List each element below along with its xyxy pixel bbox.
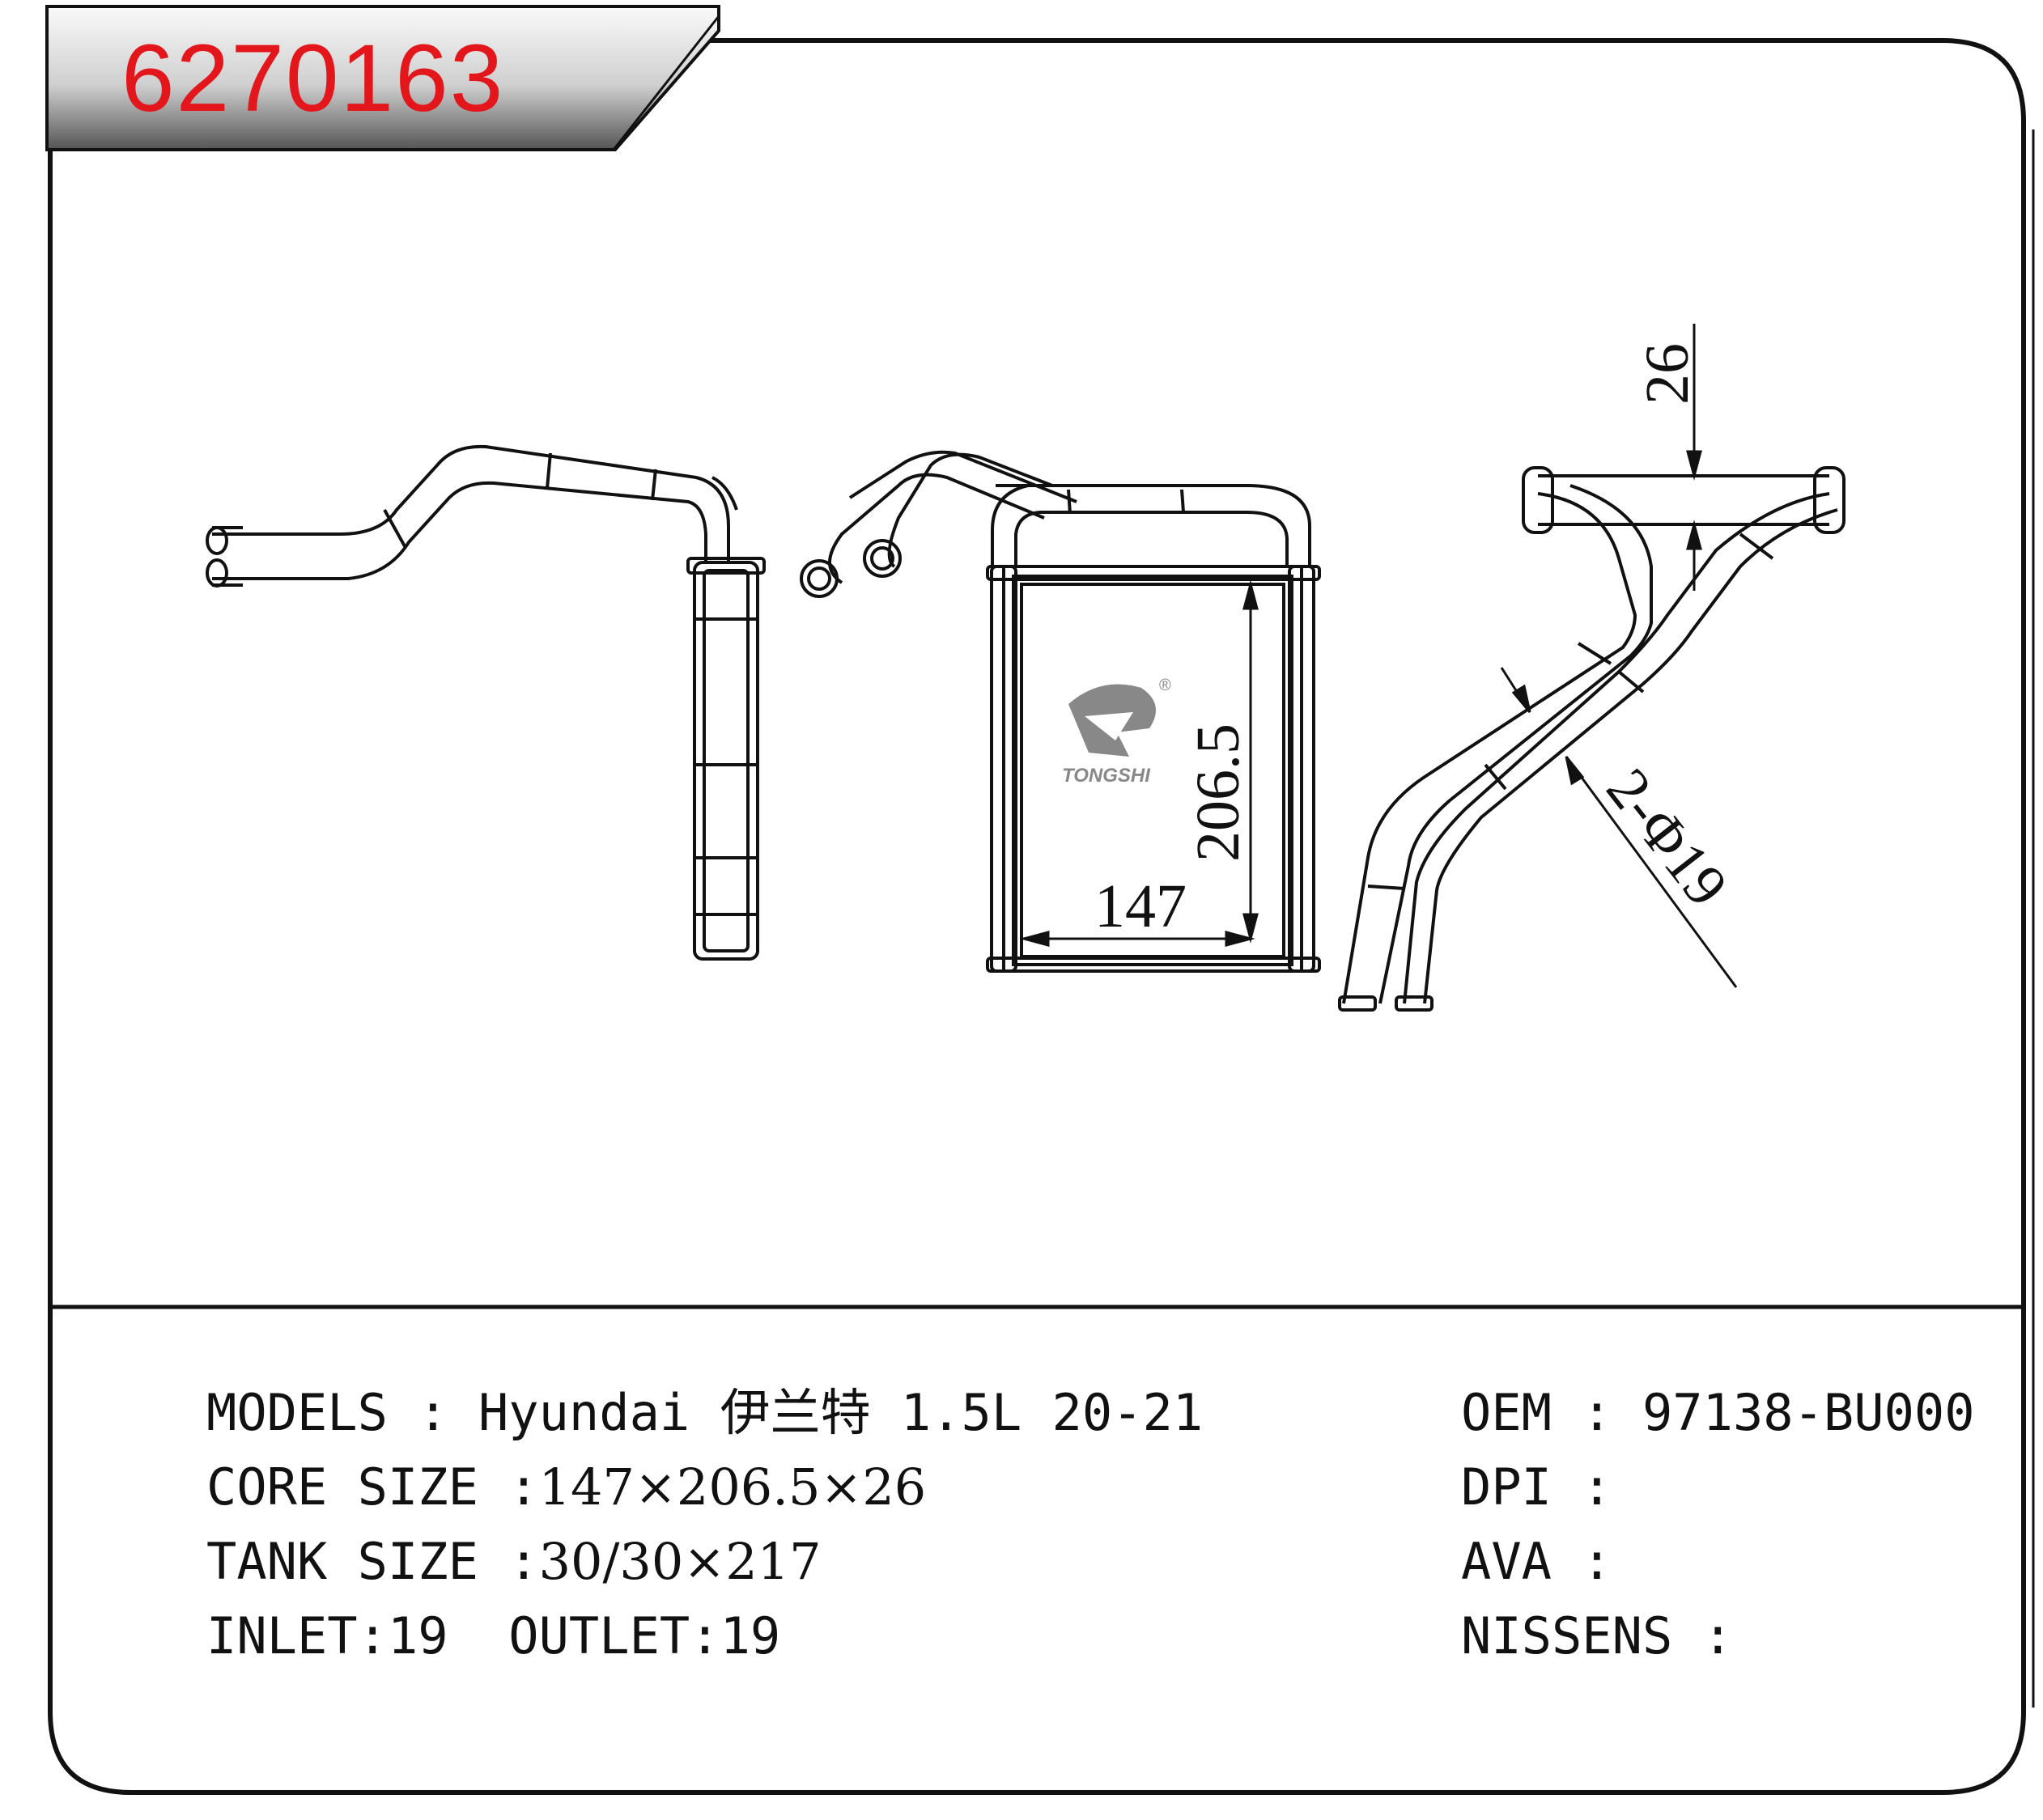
width-label: 147 <box>1094 872 1187 940</box>
cross-reference-list: OEM : 97138-BU000 DPI : AVA : NISSENS : <box>1461 1376 2028 1674</box>
dpi-separator: : <box>1551 1457 1612 1517</box>
outer-border <box>48 38 2026 1795</box>
core-size-value: 147×206.5×26 <box>538 1457 927 1517</box>
height-label: 206.5 <box>1184 723 1252 862</box>
core-size-separator: : <box>478 1457 539 1517</box>
oem-value: 97138-BU000 <box>1642 1383 1975 1442</box>
ava-label: AVA <box>1461 1532 1552 1591</box>
outlet-label: OUTLET: <box>508 1606 720 1665</box>
dpi-label: DPI <box>1461 1457 1552 1517</box>
inlet-outlet-row: INLET:19 OUTLET:19 <box>206 1599 1421 1674</box>
logo-text: TONGSHI <box>1062 765 1151 787</box>
inlet-label: INLET: <box>206 1606 388 1665</box>
depth-label: 26 <box>1633 343 1701 405</box>
spec-list: MODELS : Hyundai 伊兰特 1.5L 20-21 CORE SIZ… <box>206 1376 1421 1674</box>
oem-label: OEM <box>1461 1383 1552 1442</box>
models-value: Hyundai 伊兰特 1.5L 20-21 <box>478 1383 1204 1442</box>
tongshi-logo <box>1068 684 1156 757</box>
models-separator: : <box>387 1383 478 1442</box>
nissens-separator: : <box>1672 1606 1733 1665</box>
oem-row: OEM : 97138-BU000 <box>1461 1376 2028 1450</box>
ava-separator: : <box>1551 1532 1612 1591</box>
registered-mark: ® <box>1159 677 1171 694</box>
inlet-value: 19 <box>387 1606 448 1665</box>
width-dimension <box>1019 931 1255 947</box>
nissens-label: NISSENS <box>1461 1606 1673 1665</box>
front-view-heater <box>800 450 1321 973</box>
pipe-diameter-leader <box>1500 667 1738 988</box>
core-size-label: CORE SIZE <box>206 1457 478 1517</box>
part-number-tab <box>45 5 720 151</box>
oem-separator: : <box>1551 1383 1642 1442</box>
ava-row: AVA : <box>1461 1525 2028 1599</box>
tank-size-label: TANK SIZE <box>206 1532 478 1591</box>
nissens-row: NISSENS : <box>1461 1599 2028 1674</box>
models-row: MODELS : Hyundai 伊兰特 1.5L 20-21 <box>206 1376 1421 1450</box>
side-view-heater <box>206 444 766 961</box>
tank-size-row: TANK SIZE :30/30×217 <box>206 1525 1421 1599</box>
height-dimension <box>1242 579 1259 944</box>
dpi-row: DPI : <box>1461 1450 2028 1525</box>
core-size-row: CORE SIZE :147×206.5×26 <box>206 1450 1421 1525</box>
outlet-value: 19 <box>720 1606 781 1665</box>
models-label: MODELS <box>206 1383 388 1442</box>
part-number: 6270163 <box>121 25 505 132</box>
top-view-heater <box>1338 466 1845 1012</box>
depth-dimension <box>1686 324 1702 591</box>
tank-size-separator: : <box>478 1532 539 1591</box>
tank-size-value: 30/30×217 <box>538 1532 822 1591</box>
